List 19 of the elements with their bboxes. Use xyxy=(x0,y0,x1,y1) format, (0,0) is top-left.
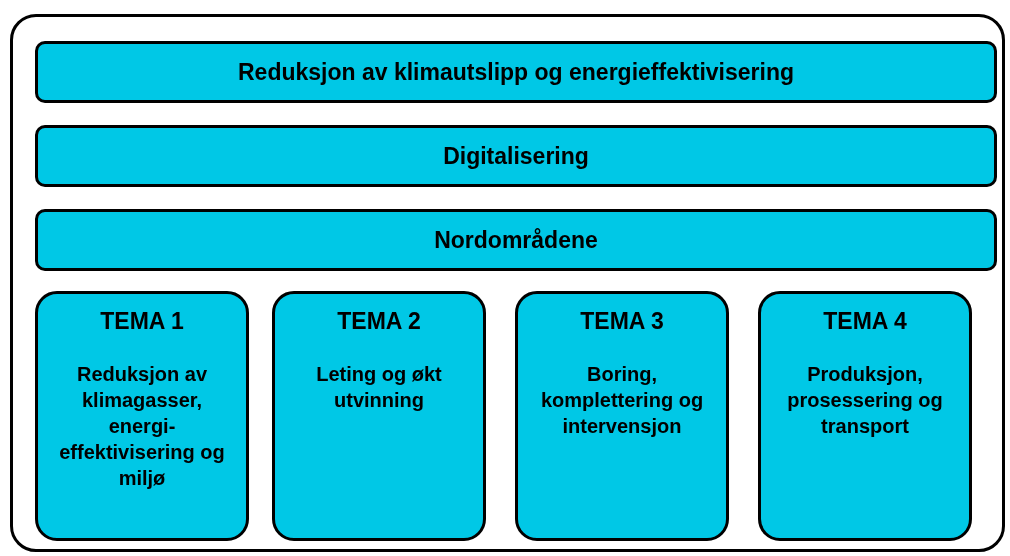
theme-heading: TEMA 2 xyxy=(337,308,421,335)
theme-description: Boring, komplettering og intervensjon xyxy=(539,362,705,439)
topic-band xyxy=(35,209,997,271)
theme-heading: TEMA 4 xyxy=(823,308,907,335)
band-title: Reduksjon av klimautslipp og energieffektivisering xyxy=(238,58,794,86)
topic-band xyxy=(35,41,997,103)
theme-box xyxy=(758,291,972,541)
theme-box xyxy=(35,291,249,541)
band-title: Nordområdene xyxy=(434,226,598,254)
theme-description: Produksjon, prosessering og transport xyxy=(786,362,944,439)
theme-heading: TEMA 1 xyxy=(100,308,184,335)
theme-description: Leting og økt utvinning xyxy=(315,362,443,413)
frame-box xyxy=(10,14,1005,552)
theme-description: Reduksjon av klimagasser, energi- effektivisering og miljø xyxy=(58,362,226,491)
topic-band xyxy=(35,125,997,187)
theme-box xyxy=(272,291,486,541)
theme-heading: TEMA 3 xyxy=(580,308,664,335)
theme-box xyxy=(515,291,729,541)
band-title: Digitalisering xyxy=(443,142,589,170)
